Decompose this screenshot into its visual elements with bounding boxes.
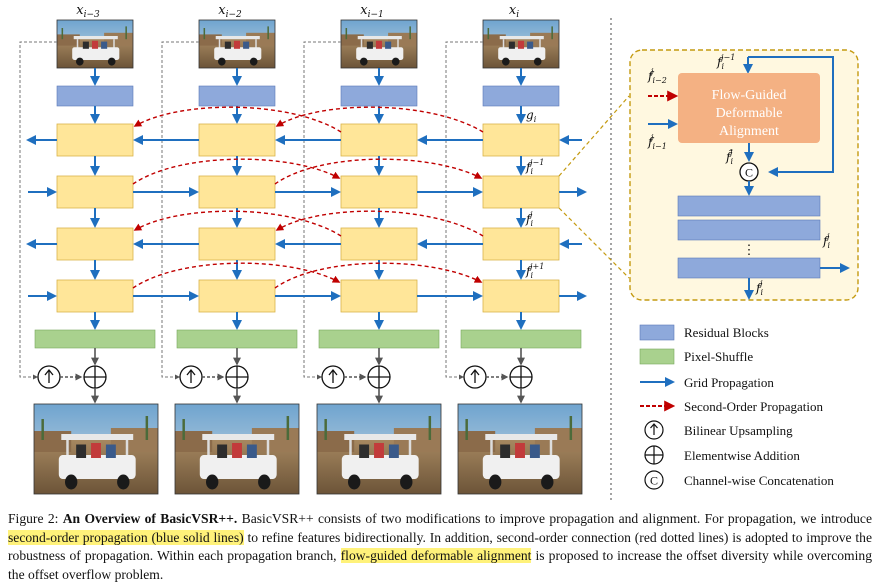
frame-label: xi−1 — [360, 3, 384, 20]
residual-block — [482, 85, 560, 107]
input-frame-image — [341, 20, 417, 68]
grid-propagation-arrows — [26, 135, 587, 301]
f-hat-label: f̂ij — [725, 148, 733, 166]
svg-text:Bilinear Upsampling: Bilinear Upsampling — [684, 423, 793, 438]
second-order-arcs — [132, 106, 484, 289]
svg-text:Elementwise Addition: Elementwise Addition — [684, 448, 800, 463]
feature-annotations: gi fij−1 fij fij+1 — [525, 108, 544, 280]
residual-block — [198, 85, 276, 107]
svg-text:Alignment: Alignment — [719, 124, 779, 139]
feature-block-highlighted — [482, 175, 560, 209]
figure-caption: Figure 2: An Overview of BasicVSR++. Bas… — [8, 510, 872, 584]
input-frame-image — [199, 20, 275, 68]
frame-label: xi−2 — [218, 3, 242, 20]
feature-block — [56, 227, 134, 261]
pixel-shuffle-block — [318, 329, 440, 349]
f-im2-label: fi−2j — [647, 67, 667, 85]
feature-block — [198, 279, 276, 313]
feature-block — [198, 175, 276, 209]
svg-text:Grid Propagation: Grid Propagation — [684, 375, 774, 390]
panel-residual-block — [677, 219, 821, 241]
feature-block — [56, 279, 134, 313]
f-jp1-label: fij+1 — [525, 262, 544, 280]
feature-block — [56, 123, 134, 157]
svg-text:Second-Order Propagation: Second-Order Propagation — [684, 399, 823, 414]
f-im1-label: fi−1j — [647, 133, 667, 151]
feature-block — [56, 175, 134, 209]
feature-block — [340, 227, 418, 261]
panel-f-j-right-label: fij — [822, 232, 830, 250]
column-i-3: xi−3 — [19, 3, 159, 495]
caption-highlight-2: flow-guided deformable alignment — [340, 548, 532, 564]
basicvsr-diagram: xi−3 xi−2 — [19, 3, 859, 500]
panel-residual-block — [677, 257, 821, 279]
frame-label: xi−3 — [76, 3, 100, 20]
residual-block — [56, 85, 134, 107]
feature-block — [198, 123, 276, 157]
svg-text:Deformable: Deformable — [716, 106, 783, 121]
output-frame-image — [317, 404, 441, 494]
svg-text:C: C — [745, 166, 753, 180]
feature-block — [340, 123, 418, 157]
svg-text:Channel-wise Concatenation: Channel-wise Concatenation — [684, 473, 834, 488]
pixel-shuffle-block — [460, 329, 582, 349]
g-label: gi — [526, 108, 537, 124]
svg-text:Flow-Guided: Flow-Guided — [712, 88, 787, 103]
column-i-2: xi−2 — [161, 3, 300, 495]
svg-text:Residual Blocks: Residual Blocks — [684, 325, 769, 340]
frame-label: xi — [509, 3, 519, 20]
panel-f-j-bottom-label: fij — [755, 279, 763, 297]
column-i-1: xi−1 — [303, 3, 442, 495]
fgda-box — [678, 73, 820, 143]
caption-highlight-1: second-order propagation (blue solid lin… — [8, 529, 244, 545]
feature-block — [340, 279, 418, 313]
f-j-label: fij — [525, 210, 533, 228]
output-frame-image — [175, 404, 299, 494]
caption-text-3: is proposed to increase the offset diver… — [8, 548, 873, 582]
legend-swatch-pixel — [639, 348, 675, 365]
legend: Residual Blocks Pixel-Shuffle Grid Propa… — [639, 324, 834, 490]
fgda-detail-panel: fij−1 Flow-Guided Deformable Alignment f… — [629, 49, 859, 301]
pixel-shuffle-block — [34, 329, 156, 349]
caption-fig-label: Figure 2: — [8, 511, 59, 526]
input-frame-image — [57, 20, 133, 68]
ellipsis: ⋮ — [743, 242, 756, 257]
feature-block — [482, 123, 560, 157]
svg-text:C: C — [650, 474, 658, 488]
column-i: xi — [445, 3, 583, 495]
input-frame-image — [483, 20, 559, 68]
feature-block — [198, 227, 276, 261]
panel-residual-block — [677, 195, 821, 217]
svg-text:Pixel-Shuffle: Pixel-Shuffle — [684, 349, 753, 364]
caption-title: An Overview of BasicVSR++. — [62, 511, 238, 526]
caption-text-2: to refine features bidirectionally. In a… — [8, 529, 872, 564]
panel-f-jm1-label: fij−1 — [716, 53, 735, 71]
f-jm1-label: fij−1 — [525, 158, 544, 176]
feature-block — [482, 279, 560, 313]
residual-block — [340, 85, 418, 107]
output-frame-image — [34, 404, 158, 494]
feature-block — [482, 227, 560, 261]
legend-concat-icon — [644, 470, 664, 490]
pixel-shuffle-block — [176, 329, 298, 349]
caption-text-1: BasicVSR++ consists of two modifications… — [237, 511, 872, 526]
output-frame-image — [458, 404, 582, 494]
feature-block — [340, 175, 418, 209]
legend-swatch-residual — [639, 324, 675, 341]
